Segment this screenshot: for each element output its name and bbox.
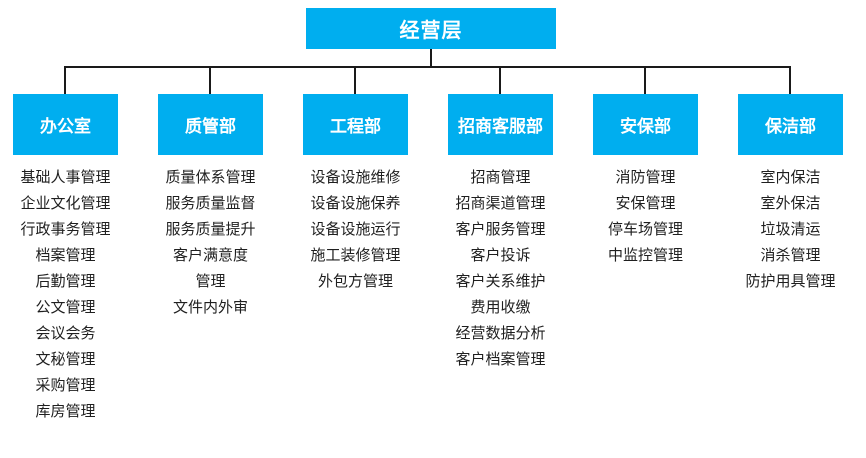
dept-duties-leasing-customer-service: 招商管理招商渠道管理客户服务管理客户投诉客户关系维护费用收缴经营数据分析客户档案… — [428, 165, 573, 373]
duty-item: 费用收缴 — [470, 299, 531, 316]
connector-dept-vertical-1 — [64, 66, 66, 94]
duty-item: 服务质量提升 — [165, 221, 256, 238]
duty-item: 招商管理 — [470, 169, 531, 186]
duty-item: 后勤管理 — [35, 273, 96, 290]
duty-item: 中监控管理 — [607, 247, 683, 264]
duty-item: 文秘管理 — [35, 351, 96, 368]
dept-node-leasing-customer-service: 招商客服部 — [448, 94, 553, 155]
duty-item: 客户满意度 — [172, 247, 248, 264]
dept-node-label: 安保部 — [620, 117, 671, 136]
root-node-label: 经营层 — [399, 20, 463, 42]
duty-item: 会议会务 — [35, 325, 96, 342]
duty-item: 企业文化管理 — [20, 195, 111, 212]
dept-node-quality: 质管部 — [158, 94, 263, 155]
duty-item: 档案管理 — [35, 247, 96, 264]
duty-item: 管理 — [195, 273, 226, 290]
dept-node-cleaning: 保洁部 — [738, 94, 843, 155]
dept-duties-office: 基础人事管理企业文化管理行政事务管理档案管理后勤管理公文管理会议会务文秘管理采购… — [0, 165, 138, 425]
duty-item: 行政事务管理 — [20, 221, 111, 238]
duty-item: 外包方管理 — [317, 273, 393, 290]
connector-dept-vertical-3 — [354, 66, 356, 94]
dept-node-label: 招商客服部 — [458, 117, 543, 136]
duty-item: 库房管理 — [35, 403, 96, 420]
root-node-management: 经营层 — [306, 8, 556, 49]
connector-dept-vertical-6 — [789, 66, 791, 94]
duty-item: 设备设施运行 — [310, 221, 401, 238]
dept-duties-cleaning: 室内保洁室外保洁垃圾清运消杀管理防护用具管理 — [718, 165, 863, 295]
duty-item: 设备设施维修 — [310, 169, 401, 186]
duty-item: 质量体系管理 — [165, 169, 256, 186]
duty-item: 安保管理 — [615, 195, 676, 212]
dept-node-label: 质管部 — [185, 117, 236, 136]
duty-item: 施工装修管理 — [310, 247, 401, 264]
duty-item: 消防管理 — [615, 169, 676, 186]
connector-horizontal-rail — [65, 66, 791, 68]
duty-item: 文件内外审 — [172, 299, 248, 316]
duty-item: 服务质量监督 — [165, 195, 256, 212]
duty-item: 客户档案管理 — [455, 351, 546, 368]
dept-node-office: 办公室 — [13, 94, 118, 155]
duty-item: 经营数据分析 — [455, 325, 546, 342]
connector-root-vertical — [430, 49, 432, 68]
duty-item: 采购管理 — [35, 377, 96, 394]
duty-item: 基础人事管理 — [20, 169, 111, 186]
dept-duties-security: 消防管理安保管理停车场管理中监控管理 — [573, 165, 718, 269]
dept-node-label: 保洁部 — [765, 117, 816, 136]
duty-item: 垃圾清运 — [760, 221, 821, 238]
dept-node-label: 工程部 — [330, 117, 381, 136]
connector-dept-vertical-4 — [499, 66, 501, 94]
duty-item: 消杀管理 — [760, 247, 821, 264]
dept-duties-quality: 质量体系管理服务质量监督服务质量提升客户满意度管理文件内外审 — [138, 165, 283, 321]
dept-node-label: 办公室 — [40, 117, 91, 136]
duty-item: 公文管理 — [35, 299, 96, 316]
connector-dept-vertical-5 — [644, 66, 646, 94]
duty-item: 室内保洁 — [760, 169, 821, 186]
duty-item: 客户服务管理 — [455, 221, 546, 238]
duty-item: 设备设施保养 — [310, 195, 401, 212]
dept-node-security: 安保部 — [593, 94, 698, 155]
dept-duties-engineering: 设备设施维修设备设施保养设备设施运行施工装修管理外包方管理 — [283, 165, 428, 295]
connector-dept-vertical-2 — [209, 66, 211, 94]
duty-item: 招商渠道管理 — [455, 195, 546, 212]
duty-item: 客户投诉 — [470, 247, 531, 264]
duty-item: 室外保洁 — [760, 195, 821, 212]
dept-node-engineering: 工程部 — [303, 94, 408, 155]
duty-item: 客户关系维护 — [455, 273, 546, 290]
duty-item: 防护用具管理 — [745, 273, 836, 290]
duty-item: 停车场管理 — [607, 221, 683, 238]
